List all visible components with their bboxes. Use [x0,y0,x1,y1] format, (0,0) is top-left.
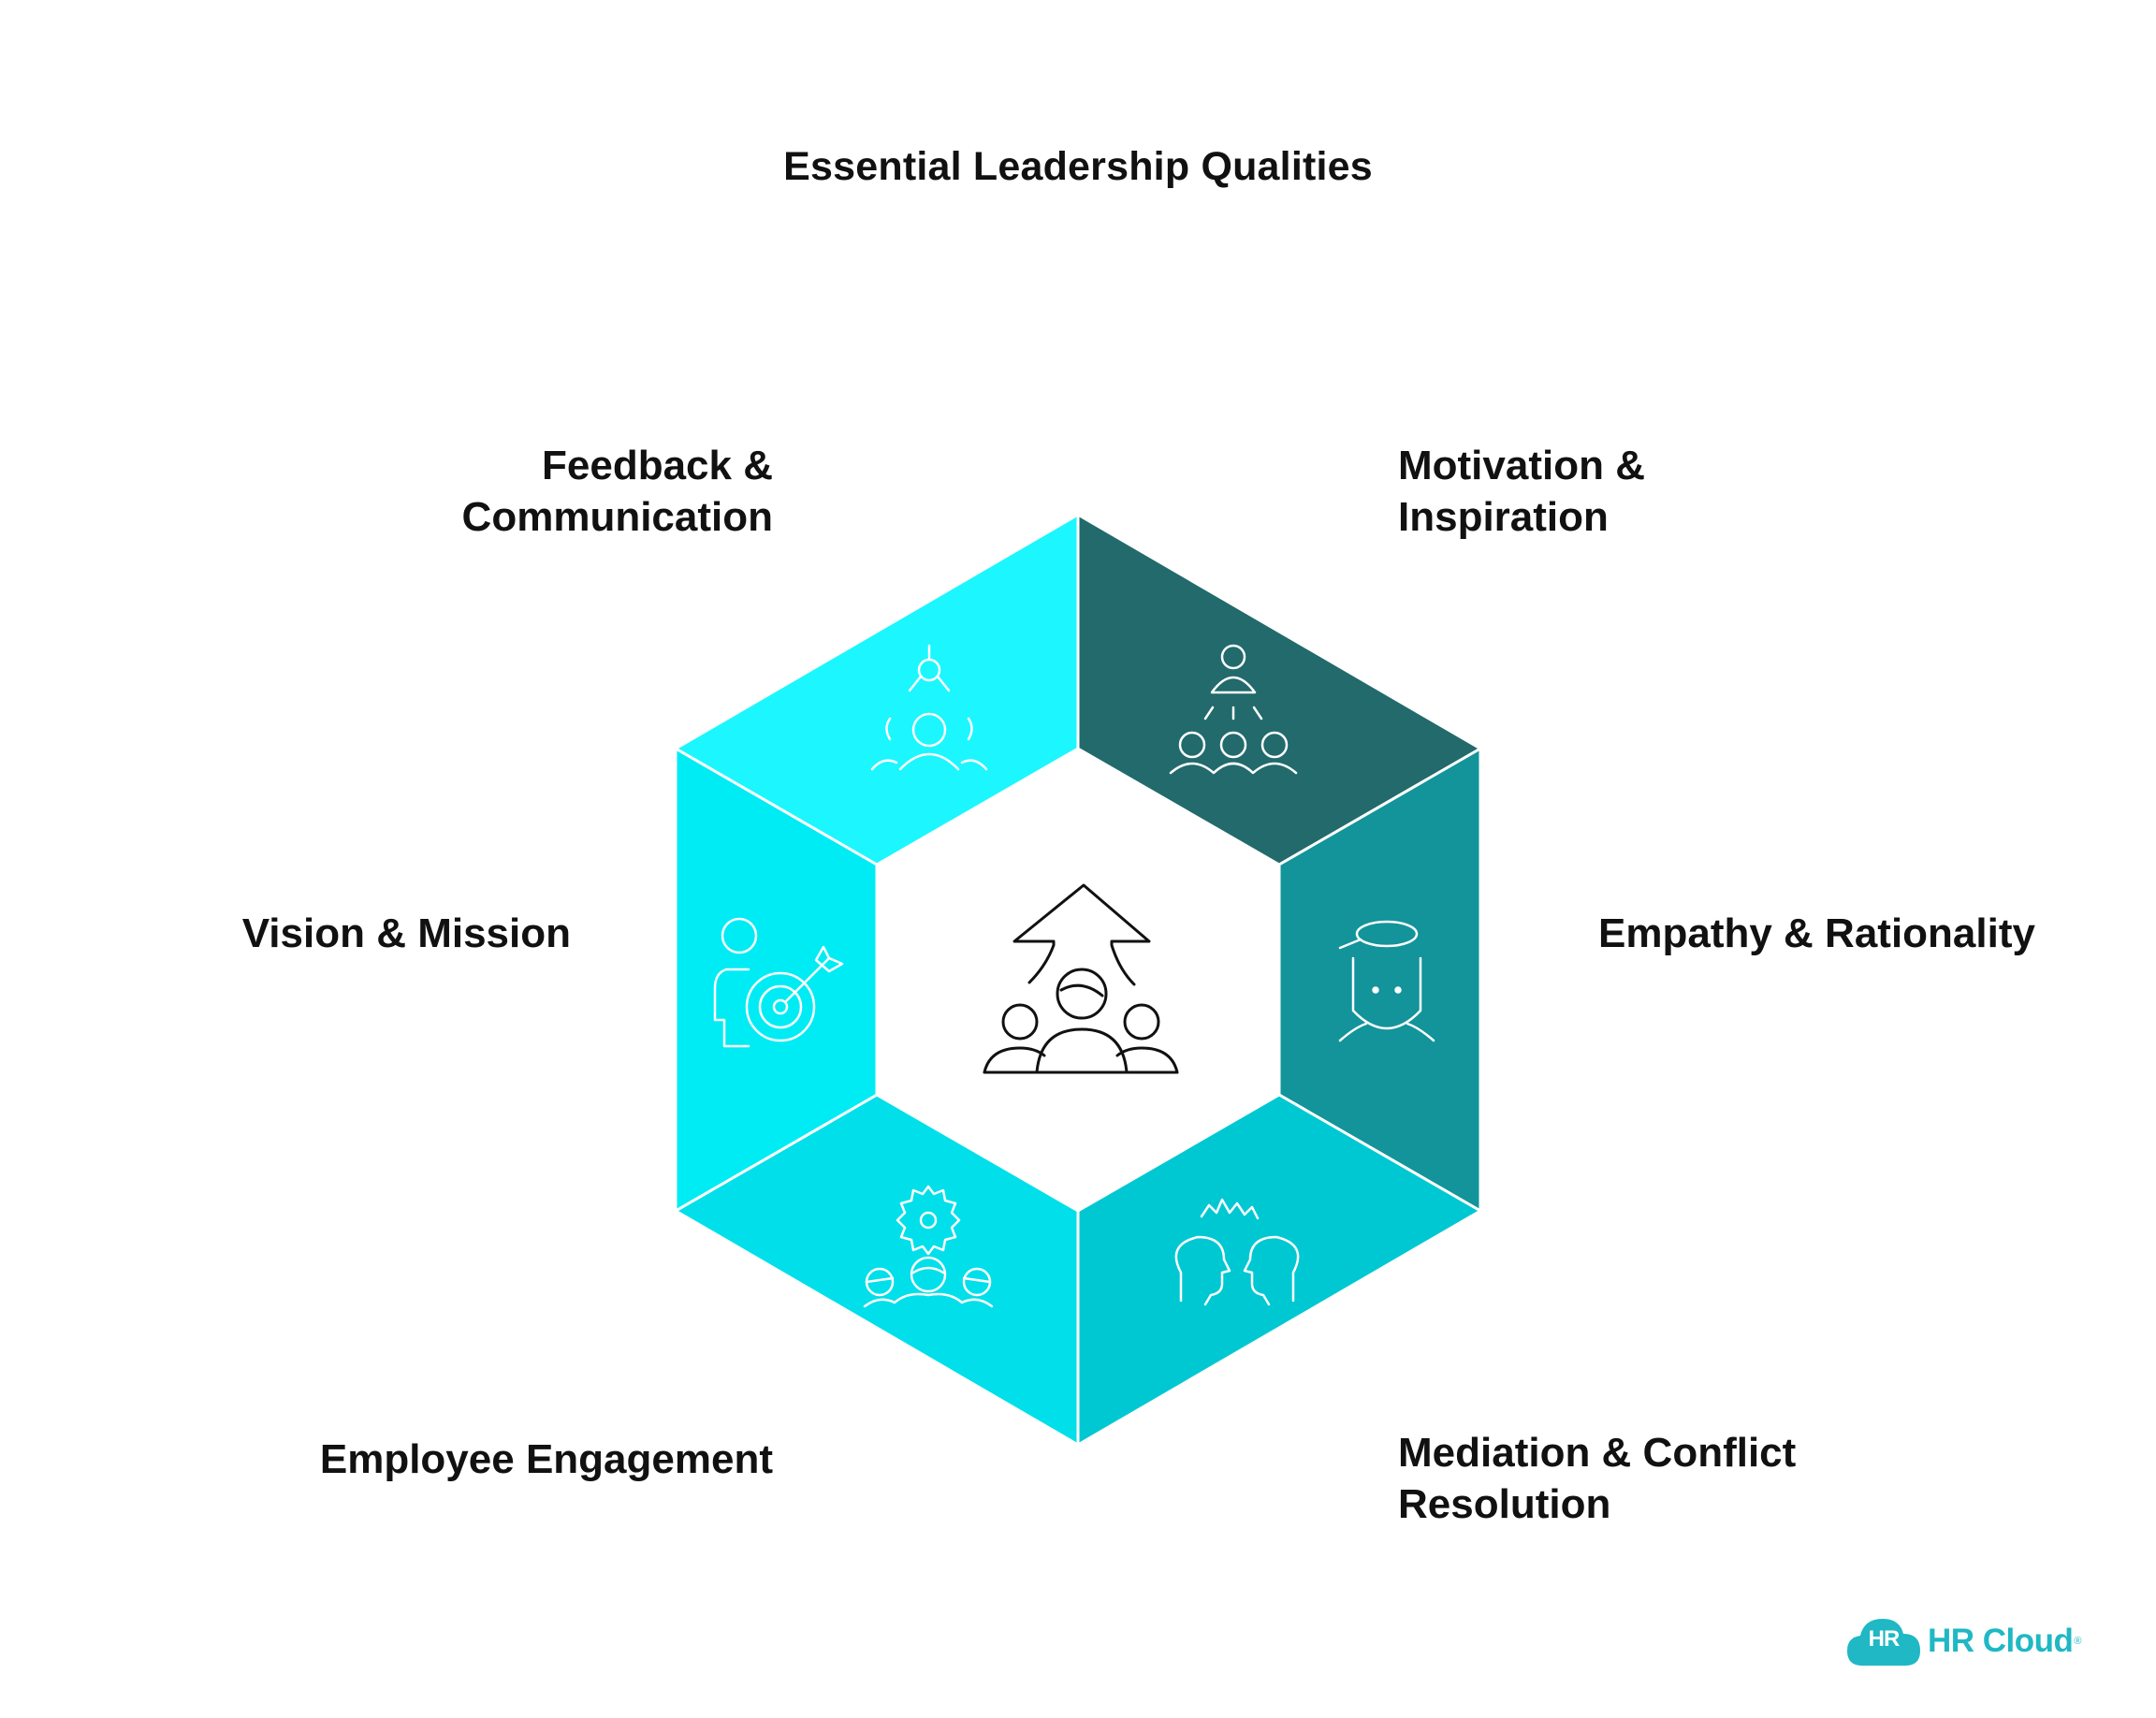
feedback-communication-icon [870,644,988,771]
diagram-title: Essential Leadership Qualities [783,144,1373,189]
logo-mark: HR [1868,1626,1901,1652]
label-motivation-inspiration: Motivation & Inspiration [1398,443,1645,540]
hr-cloud-logo: HR HR Cloud® [1845,1615,2082,1667]
logo-wordmark: HR Cloud [1928,1623,2074,1659]
label-employee-engagement: Employee Engagement [319,1436,773,1482]
employee-engagement-icon [863,1185,994,1308]
empathy-rationality-icon [1338,920,1435,1042]
mediation-conflict-icon [1174,1198,1300,1306]
registered-mark: ® [2074,1636,2082,1647]
vision-mission-icon [713,917,844,1048]
label-vision-mission: Vision & Mission [241,910,571,956]
cloud-icon: HR [1845,1615,1922,1667]
center-hexagon [877,749,1279,1211]
label-mediation-conflict-resolution: Mediation & Conflict Resolution [1398,1430,1797,1527]
motivation-inspiration-icon [1169,644,1298,775]
label-empathy-rationality: Empathy & Rationality [1598,910,2035,956]
label-feedback-communication: Feedback & Communication [461,443,773,540]
leadership-team-icon [983,883,1179,1074]
